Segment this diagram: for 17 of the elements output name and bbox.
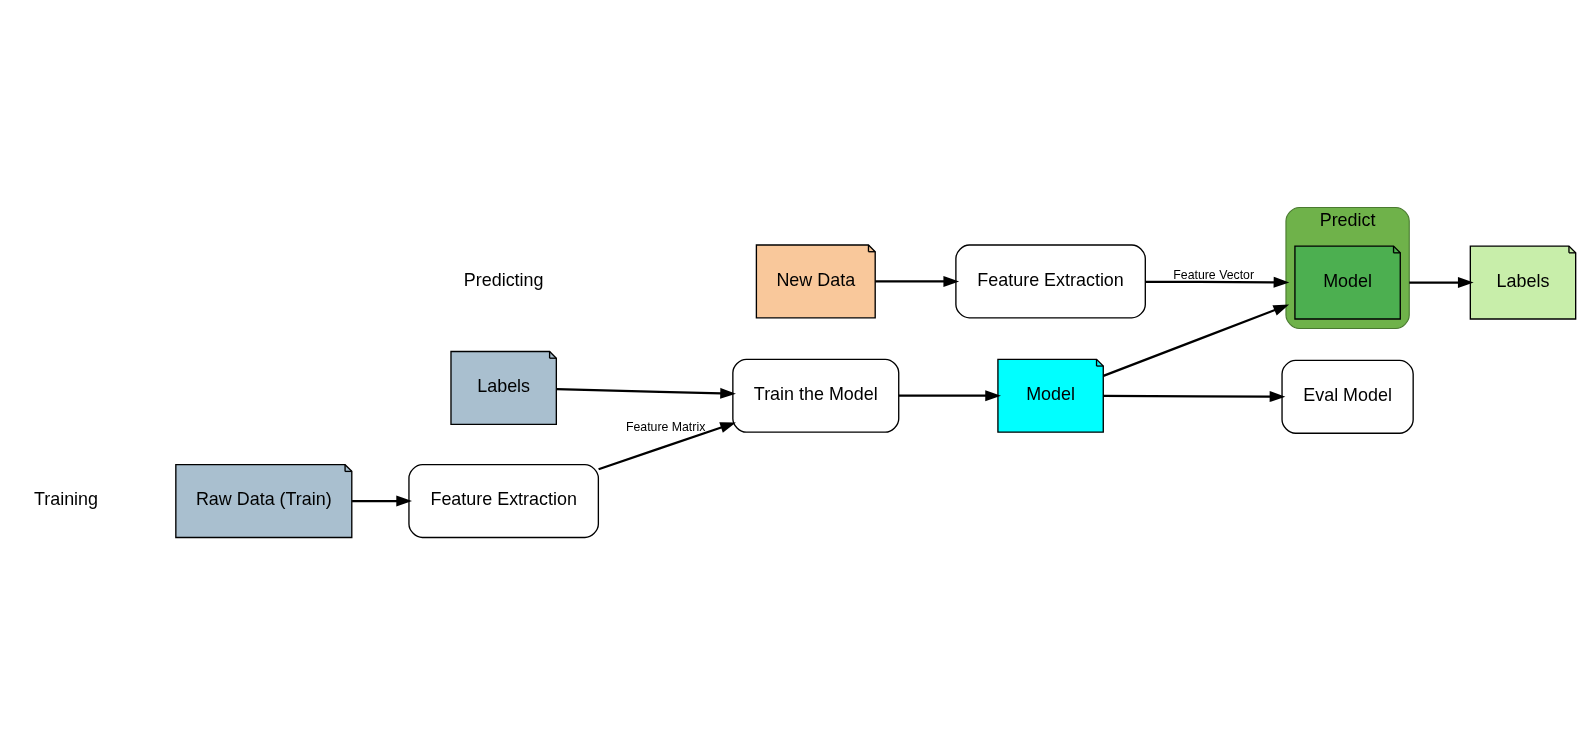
label: Predicting — [463, 269, 544, 290]
arrow — [875, 275, 960, 287]
edge-label: Feature Vector — [1173, 267, 1255, 282]
arrow — [352, 495, 412, 507]
arrow — [598, 421, 736, 470]
arrow — [1145, 276, 1290, 288]
arrow — [898, 389, 1001, 401]
arrow — [556, 387, 736, 399]
edge-label: Feature Matrix — [625, 419, 706, 434]
arrow — [1103, 303, 1290, 377]
node-box: Feature Extraction — [955, 243, 1146, 319]
node-box: Feature Extraction — [408, 463, 600, 538]
node-box: Train the Model — [732, 358, 900, 433]
arrow — [1103, 390, 1286, 402]
node-box: Eval Model — [1281, 359, 1414, 434]
arrow — [1409, 276, 1474, 288]
label: Training — [33, 488, 99, 509]
